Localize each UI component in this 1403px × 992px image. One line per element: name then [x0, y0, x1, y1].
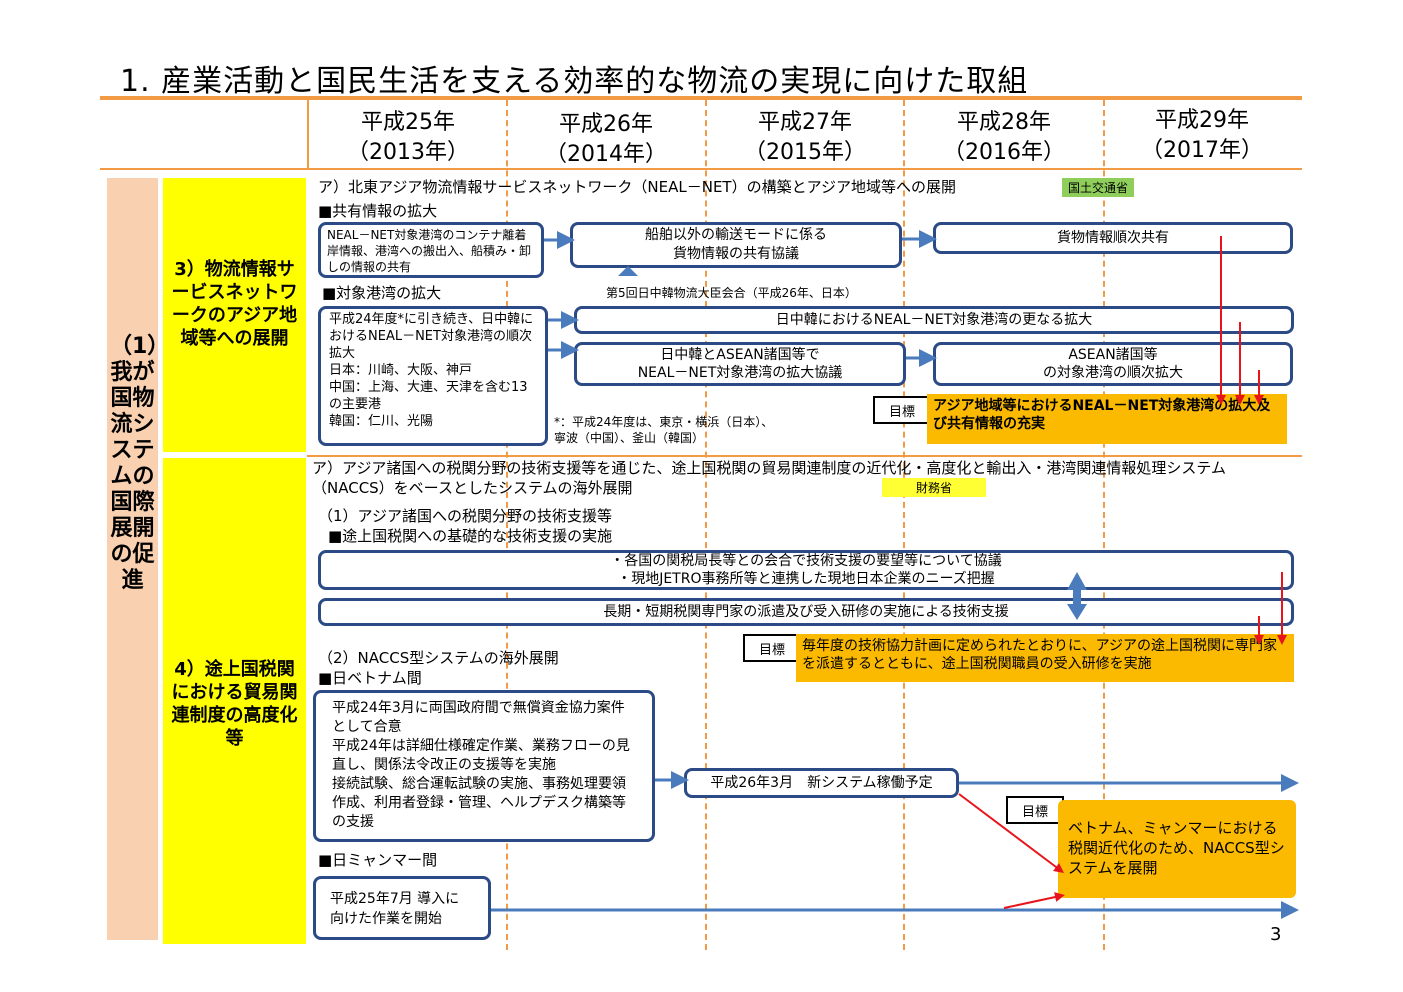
page-number: 3 — [1270, 924, 1282, 945]
year-header: 平成25年 （2013年） — [310, 108, 506, 168]
port-bar-1: 日中韓におけるNEAL－NET対象港湾の更なる拡大 — [574, 306, 1294, 334]
year-label: 平成25年 — [361, 110, 455, 135]
sub3-heading: ア）北東アジア物流情報サービスネットワーク（NEAL－NET）の構築とアジア地域… — [318, 178, 956, 196]
red-arrow — [1003, 892, 1065, 909]
sub4-heading: ア）アジア諸国への税関分野の技術支援等を通じた、途上国税関の貿易関連制度の近代化… — [312, 459, 1226, 497]
year-header: 平成27年 （2015年） — [707, 108, 903, 168]
year-header: 平成29年 （2017年） — [1104, 106, 1300, 166]
goal-label-box: 目標 — [873, 396, 931, 424]
port-bar-3: ASEAN諸国等 の対象港湾の順次拡大 — [933, 342, 1293, 386]
myanmar-title: ■日ミャンマー間 — [318, 851, 438, 869]
grid-line — [705, 100, 707, 950]
goal-label-box: 目標 — [1006, 796, 1064, 824]
vietnam-box: 平成24年3月に両国政府間で無償資金協力案件として合意 平成24年は詳細仕様確定… — [313, 690, 655, 842]
subcategory-4 — [163, 458, 306, 944]
year-sub: （2015年） — [744, 140, 866, 165]
ministry-badge: 財務省 — [882, 478, 986, 497]
myanmar-box: 平成25年7月 導入に 向けた作業を開始 — [313, 876, 491, 940]
grid-line — [307, 100, 309, 170]
year-header: 平成28年 （2016年） — [906, 108, 1102, 168]
port-box: 平成24年度*に引き続き、日中韓におけるNEAL－NET対象港湾の順次拡大 日本… — [318, 306, 548, 446]
year-header: 平成26年 （2014年） — [508, 110, 704, 170]
year-sub: （2013年） — [347, 140, 469, 165]
port-title: ■対象港湾の拡大 — [322, 284, 442, 302]
share-box-2: 船舶以外の輸送モードに係る貨物情報の共有協議 — [570, 222, 902, 268]
meeting-note: 第5回日中韓物流大臣会合（平成26年、日本） — [606, 286, 857, 300]
year-label: 平成27年 — [758, 110, 852, 135]
page-title: 1. 産業活動と国民生活を支える効率的な物流の実現に向けた取組 — [120, 64, 1029, 99]
share-title: ■共有情報の拡大 — [318, 202, 438, 220]
subcategory-3-label: 3）物流情報サービスネットワークのアジア地域等への展開 — [171, 259, 298, 349]
share-box-3: 貨物情報順次共有 — [933, 222, 1293, 254]
section-label: （1） 我が国物流システムの国際展開の促進 — [110, 334, 170, 593]
header-line — [100, 168, 1302, 170]
year-sub: （2016年） — [943, 140, 1065, 165]
year-sub: （2014年） — [545, 142, 667, 167]
tech-title: （1）アジア諸国への税関分野の技術支援等 — [318, 507, 612, 525]
footnote: *：平成24年度は、東京・横浜（日本）、 寧波（中国）、釜山（韓国） — [554, 415, 774, 445]
grid-line — [1103, 100, 1105, 950]
goal-text-box: ベトナム、ミャンマーにおける税関近代化のため、NACCS型システムを展開 — [1058, 800, 1296, 898]
tech-subtitle: ■途上国税関への基礎的な技術支援の実施 — [328, 527, 613, 545]
year-label: 平成26年 — [559, 112, 653, 137]
title-underline — [100, 96, 1302, 100]
subcategory-3 — [163, 178, 306, 452]
goal-label-box: 目標 — [743, 634, 801, 662]
naccs-title: （2）NACCS型システムの海外展開 — [318, 649, 559, 667]
port-bar-2: 日中韓とASEAN諸国等で NEAL－NET対象港湾の拡大協議 — [574, 342, 906, 386]
section-column — [107, 178, 158, 940]
vietnam-title: ■日ベトナム間 — [318, 669, 422, 687]
grid-line — [903, 100, 905, 950]
tech-bar-2: 長期・短期税関専門家の派遣及び受入研修の実施による技術支援 — [318, 598, 1294, 626]
goal-text-box: 毎年度の技術協力計画に定められたとおりに、アジアの途上国税関に専門家を派遣すると… — [796, 634, 1294, 682]
goal-text-box: アジア地域等におけるNEAL－NET対象港湾の拡大及び共有情報の充実 — [927, 394, 1287, 444]
year-label: 平成28年 — [957, 110, 1051, 135]
subcategory-4-label: 4）途上国税関における貿易関連制度の高度化等 — [171, 659, 298, 749]
ministry-badge: 国土交通省 — [1062, 178, 1135, 197]
grid-line — [506, 100, 508, 950]
year-sub: （2017年） — [1141, 138, 1263, 163]
share-box-1: NEAL－NET対象港湾のコンテナ離着岸情報、港湾への搬出入、船積み・卸しの情報… — [318, 222, 544, 278]
vietnam-bar: 平成26年3月 新システム稼働予定 — [684, 768, 959, 798]
row-divider — [307, 455, 1302, 457]
year-label: 平成29年 — [1155, 108, 1249, 133]
tech-bar-1: ・各国の関税局長等との会合で技術支援の要望等について協議 ・現地JETRO事務所… — [318, 550, 1294, 590]
